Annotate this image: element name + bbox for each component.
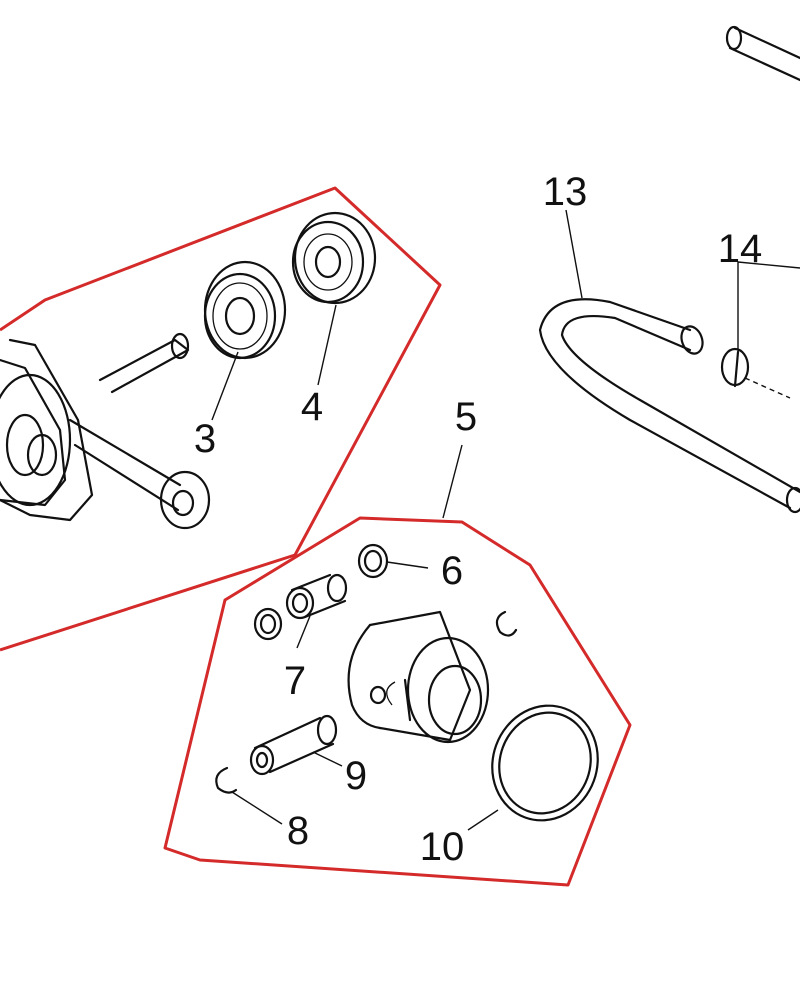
- leader-7: [296, 615, 311, 649]
- callout-14: 14: [718, 227, 763, 271]
- small-ring-part-6: [357, 543, 389, 579]
- tube-end-right: [785, 486, 800, 514]
- leader-4: [317, 304, 337, 386]
- callout-9: 9: [345, 754, 367, 798]
- leader-5: [442, 444, 463, 519]
- needle-bearing-part-7: [253, 573, 348, 641]
- leader-3: [211, 351, 239, 421]
- leader-13: [565, 209, 583, 299]
- crankshaft-group-outline: [0, 186, 442, 652]
- leader-10: [467, 809, 499, 831]
- callout-6: 6: [441, 549, 463, 593]
- leader-8: [231, 791, 283, 825]
- circlip-part-8: [215, 766, 238, 794]
- circlip-upper: [495, 610, 518, 637]
- callout-4: 4: [301, 385, 323, 429]
- crankshaft-assembly: [0, 332, 211, 530]
- callout-7: 7: [284, 659, 306, 703]
- oil-seal-part-4: [291, 211, 377, 305]
- callout-10: 10: [420, 825, 465, 869]
- callout-3: 3: [194, 417, 216, 461]
- hose-part-13: [538, 298, 800, 510]
- piston-pin-part-9: [249, 714, 338, 776]
- clamp-part-14: [720, 347, 750, 388]
- callout-5: 5: [455, 395, 477, 439]
- piston-ring-part-10: [491, 704, 599, 822]
- leader-6: [386, 561, 429, 569]
- main-bearing-part-3: [203, 260, 287, 360]
- leader-14: [737, 261, 800, 352]
- dash-leader: [744, 377, 791, 399]
- leader-9: [312, 751, 343, 767]
- piston: [347, 610, 490, 744]
- piston-group-outline: [163, 516, 632, 887]
- callout-8: 8: [287, 809, 309, 853]
- tube-top-right: [725, 25, 800, 82]
- callout-13: 13: [543, 170, 588, 214]
